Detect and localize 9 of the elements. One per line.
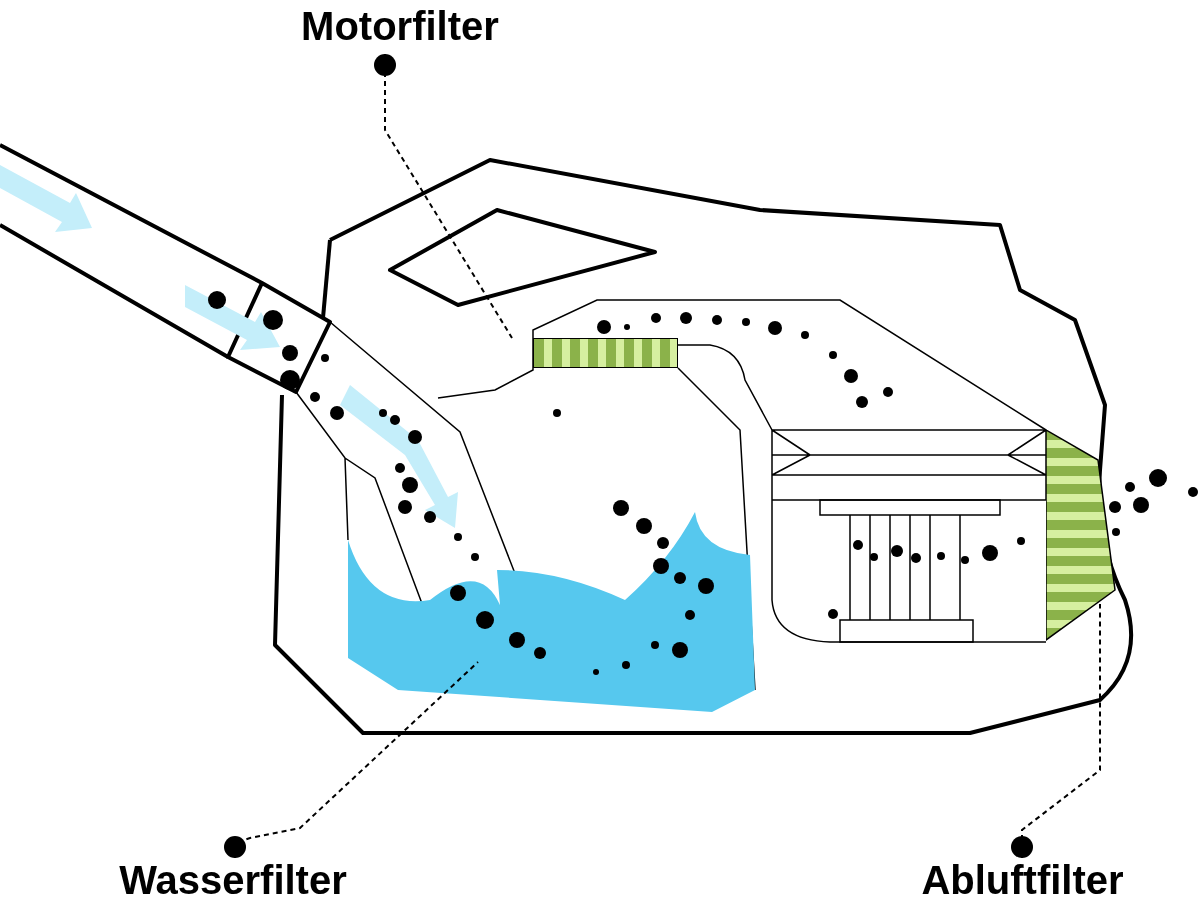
part-label: Abluftfilter (890, 858, 1155, 908)
part-label: Wasserfilter (88, 858, 378, 908)
exhaust-filter (1046, 430, 1116, 642)
part-label: Motorfilter (270, 4, 530, 54)
leader-line (1011, 603, 1101, 859)
leader-line (224, 661, 479, 859)
leader-line (374, 53, 513, 339)
water-bath (348, 510, 756, 713)
motor-filter (533, 338, 678, 368)
